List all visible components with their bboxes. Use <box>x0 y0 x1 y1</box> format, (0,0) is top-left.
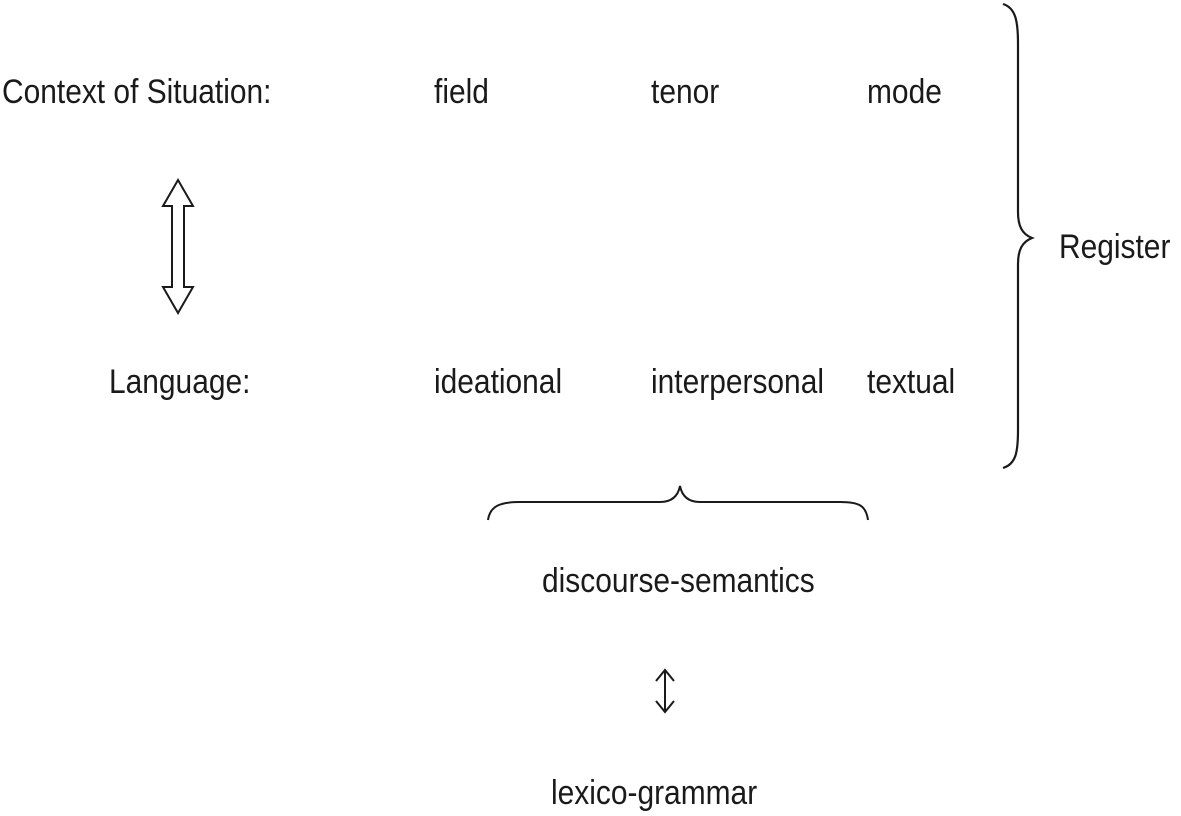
language-label: Language: <box>109 363 251 401</box>
interpersonal-label: interpersonal <box>651 363 824 401</box>
field-label: field <box>434 73 489 111</box>
context-of-situation-label: Context of Situation: <box>2 73 272 111</box>
register-label: Register <box>1059 228 1171 266</box>
ideational-label: ideational <box>434 363 563 401</box>
textual-label: textual <box>867 363 956 401</box>
mode-label: mode <box>867 73 942 111</box>
lexico-grammar-label: lexico-grammar <box>551 774 758 812</box>
discourse-semantics-label: discourse-semantics <box>542 562 815 600</box>
tenor-label: tenor <box>651 73 720 111</box>
